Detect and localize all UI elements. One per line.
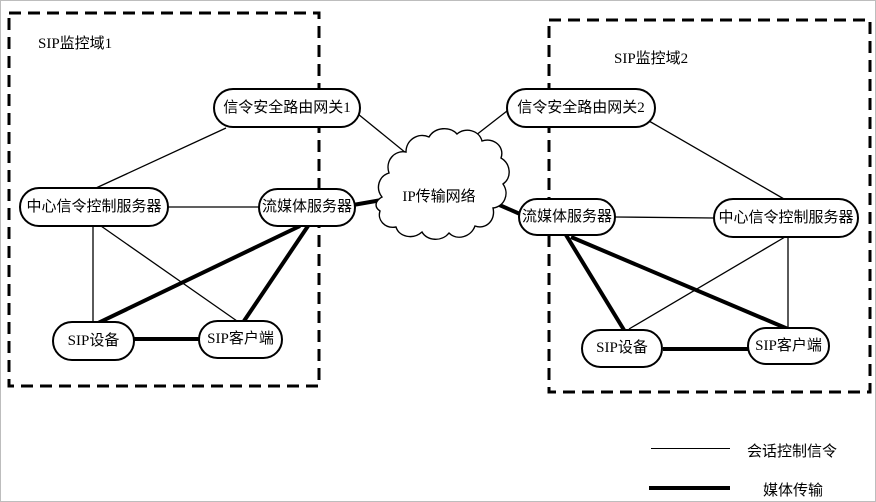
node-streaming-media-server-1: 流媒体服务器 <box>258 188 356 227</box>
node-sip-client-1: SIP客户端 <box>198 320 283 359</box>
edge-sms2-ccs2-signaling <box>614 216 715 219</box>
node-sip-device-1: SIP设备 <box>52 321 135 361</box>
legend-thin-line-sample <box>651 448 730 449</box>
edge-sms1-dev1-media <box>97 224 301 325</box>
edges-layer <box>92 110 789 351</box>
domain-2-title: SIP监控域2 <box>614 51 689 67</box>
node-sip-client-2: SIP客户端 <box>747 327 830 365</box>
edge-sms2-dev2-media <box>564 233 626 332</box>
node-sip-device-2: SIP设备 <box>581 329 663 368</box>
domain-1-title: SIP监控域1 <box>38 36 113 52</box>
ip-network-label: IP传输网络 <box>402 189 476 205</box>
ip-network-cloud <box>375 128 510 240</box>
legend-thick-line-sample <box>649 486 730 490</box>
legend-signaling-label: 会话控制信令 <box>747 444 838 460</box>
node-central-signaling-server-2: 中心信令控制服务器 <box>713 198 859 238</box>
edge-ccs1-cli1-signaling <box>100 225 238 322</box>
edge-gw1-ccs1-signaling <box>95 127 227 189</box>
legend-media-label: 媒体传输 <box>763 483 824 499</box>
edge-gw2-ccs2-signaling <box>648 120 785 200</box>
node-central-signaling-server-1: 中心信令控制服务器 <box>19 187 169 227</box>
edge-sms1-cli1-media <box>242 224 310 323</box>
node-signaling-security-gateway-1: 信令安全路由网关1 <box>213 88 361 128</box>
edge-ccs2-dev2-signaling <box>628 236 786 330</box>
node-streaming-media-server-2: 流媒体服务器 <box>518 198 616 236</box>
node-signaling-security-gateway-2: 信令安全路由网关2 <box>506 88 656 128</box>
edge-sms2-cli2-media <box>570 235 789 331</box>
